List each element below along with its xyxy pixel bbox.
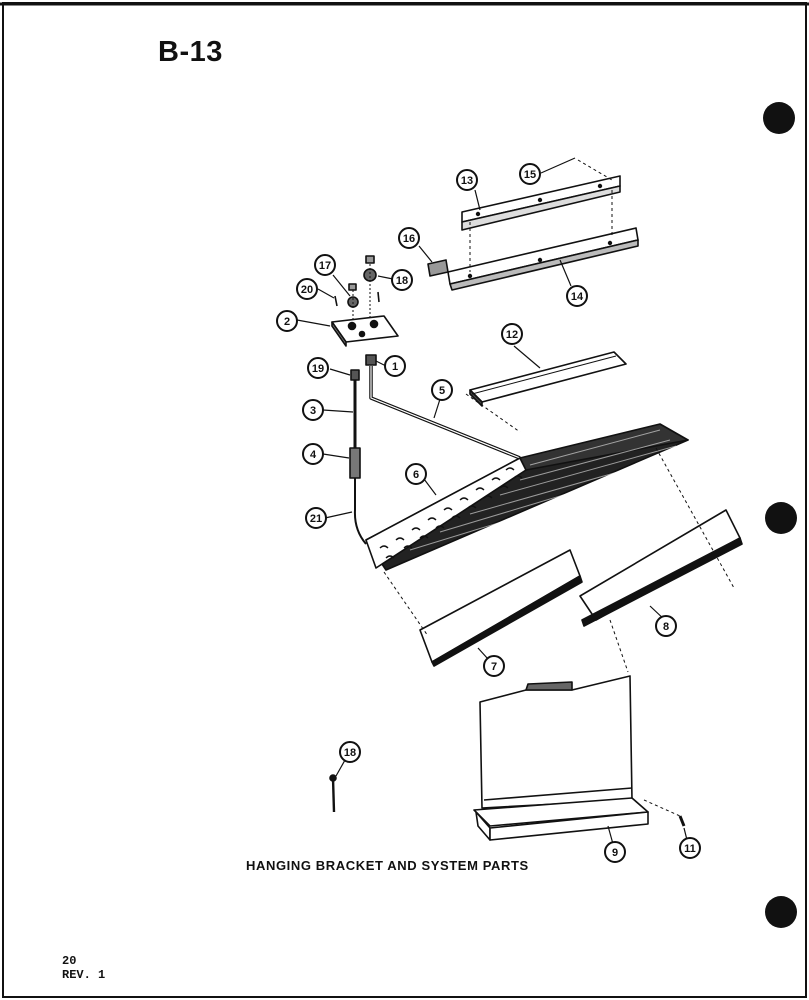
callout-21: 21 bbox=[305, 507, 327, 529]
svg-text:11: 11 bbox=[684, 843, 696, 855]
callout-9: 9 bbox=[604, 841, 626, 863]
svg-text:13: 13 bbox=[461, 175, 473, 187]
callout-6: 6 bbox=[405, 463, 427, 485]
part-19-connector bbox=[350, 369, 360, 381]
part-8-drip-channel bbox=[579, 509, 743, 627]
svg-text:7: 7 bbox=[491, 661, 497, 673]
part-11-screw bbox=[678, 815, 686, 827]
svg-text:19: 19 bbox=[312, 363, 324, 375]
part-13-upper-bracket bbox=[461, 175, 621, 231]
callout-12: 12 bbox=[501, 323, 523, 345]
part-14-lower-bracket bbox=[447, 227, 639, 291]
binder-hole-top bbox=[763, 102, 795, 134]
svg-text:18: 18 bbox=[344, 747, 356, 759]
svg-text:21: 21 bbox=[310, 513, 322, 525]
part-2-mounting-plate bbox=[331, 315, 399, 347]
part-21-capillary bbox=[353, 478, 367, 545]
page-code: B-13 bbox=[158, 36, 223, 68]
svg-text:6: 6 bbox=[413, 469, 419, 481]
svg-text:12: 12 bbox=[506, 329, 518, 341]
svg-text:20: 20 bbox=[301, 284, 313, 296]
callout-11: 11 bbox=[679, 837, 701, 859]
svg-text:18: 18 bbox=[396, 275, 408, 287]
callout-17: 17 bbox=[314, 254, 336, 276]
part-1-fitting bbox=[365, 354, 377, 366]
leader-lines bbox=[296, 157, 689, 845]
callout-4: 4 bbox=[302, 443, 324, 465]
part-9-drain-pan bbox=[473, 675, 649, 841]
svg-text:4: 4 bbox=[310, 449, 317, 461]
page-revision: REV. 1 bbox=[62, 968, 106, 982]
svg-text:2: 2 bbox=[284, 316, 290, 328]
callout-20: 20 bbox=[296, 278, 318, 300]
svg-text:1: 1 bbox=[392, 361, 398, 373]
svg-text:5: 5 bbox=[439, 385, 445, 397]
svg-text:8: 8 bbox=[663, 621, 669, 633]
callout-14: 14 bbox=[566, 285, 588, 307]
callout-16: 16 bbox=[398, 227, 420, 249]
part-12-cover-strip bbox=[469, 351, 627, 407]
part-7-drip-channel bbox=[419, 549, 583, 667]
callout-8: 8 bbox=[655, 615, 677, 637]
svg-text:16: 16 bbox=[403, 233, 415, 245]
callout-15: 15 bbox=[519, 163, 541, 185]
callout-18-upper: 18 bbox=[391, 269, 413, 291]
callout-3: 3 bbox=[302, 399, 324, 421]
svg-text:9: 9 bbox=[612, 847, 618, 859]
part-bolt bbox=[329, 774, 337, 813]
part-5-tube bbox=[369, 366, 521, 460]
page-number: 20 bbox=[62, 954, 77, 968]
callout-1: 1 bbox=[384, 355, 406, 377]
callout-13: 13 bbox=[456, 169, 478, 191]
part-4-drier bbox=[349, 447, 361, 479]
diagram-caption: HANGING BRACKET AND SYSTEM PARTS bbox=[246, 858, 529, 873]
callout-18-lower: 18 bbox=[339, 741, 361, 763]
svg-text:17: 17 bbox=[319, 260, 331, 272]
callout-19: 19 bbox=[307, 357, 329, 379]
callout-5: 5 bbox=[431, 379, 453, 401]
part-20-screw bbox=[334, 291, 380, 307]
callout-7: 7 bbox=[483, 655, 505, 677]
svg-text:3: 3 bbox=[310, 405, 316, 417]
callout-2: 2 bbox=[276, 310, 298, 332]
part-6-coil bbox=[365, 423, 689, 571]
binder-hole-middle bbox=[765, 502, 797, 534]
svg-text:15: 15 bbox=[524, 169, 536, 181]
part-16-clip bbox=[427, 259, 449, 277]
binder-hole-bottom bbox=[765, 896, 797, 928]
svg-text:14: 14 bbox=[571, 291, 584, 303]
